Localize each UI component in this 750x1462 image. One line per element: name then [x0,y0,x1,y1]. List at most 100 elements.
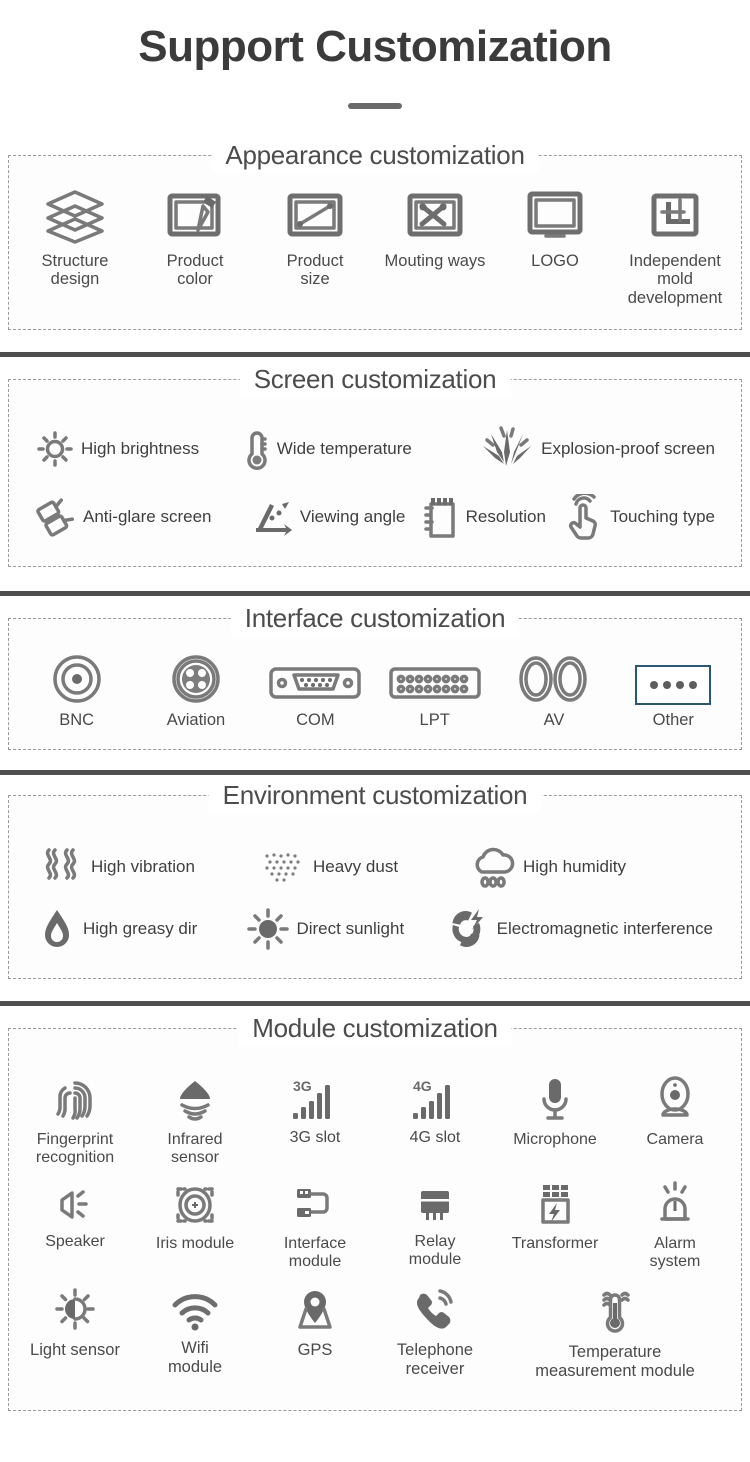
appearance-item-product-size[interactable]: Product size [255,186,375,289]
humidity-cloud-icon [469,844,517,890]
appearance-item-independent-mold-development[interactable]: Independent mold development [615,186,735,307]
telephone-icon [410,1287,460,1335]
module-item-label: Relay module [408,1233,462,1269]
viewing-angle-icon [248,496,294,538]
signal-4g-icon: 4G [407,1075,463,1123]
environment-panel: Environment customization High vibration [8,778,742,980]
magnet-bolt-icon [445,907,491,951]
section-divider-2 [0,591,750,596]
module-item-temperature-measurement-module[interactable]: Temperature measurement module [495,1287,735,1380]
interface-item-av[interactable]: AV [494,653,613,729]
screen-diagonal-icon [282,186,348,246]
module-item-speaker[interactable]: Speaker [15,1181,135,1271]
module-item-interface-module[interactable]: Interface module [255,1181,375,1271]
screen-item-label: Explosion-proof screen [541,438,715,458]
appearance-item-mouting-ways[interactable]: Mouting ways [375,186,495,270]
module-item-iris-module[interactable]: Iris module [135,1181,255,1271]
module-item-alarm-system[interactable]: Alarm system [615,1181,735,1271]
appearance-item-structure-design[interactable]: Structure design [15,186,135,289]
environment-item-direct-sunlight[interactable]: Direct sunlight [246,907,444,951]
bottom-spacer [0,1411,750,1437]
appearance-item-label: Structure design [41,251,109,289]
usb-interface-icon [289,1181,341,1229]
module-item-gps[interactable]: GPS [255,1287,375,1380]
module-item-microphone[interactable]: Microphone [495,1075,615,1167]
module-item-label: Fingerprint recognition [35,1131,115,1167]
aviation-connector-icon [170,653,222,705]
module-item-transformer[interactable]: Transformer [495,1181,615,1271]
alarm-light-icon [652,1181,698,1229]
environment-item-heavy-dust[interactable]: Heavy dust [259,848,469,886]
lpt-port-icon [387,661,483,705]
module-item-telephone-receiver[interactable]: Telephone receiver [375,1287,495,1380]
av-jack-icon [512,653,596,705]
module-item-infrared-sensor[interactable]: Infrared sensor [135,1075,255,1167]
microphone-icon [535,1075,575,1125]
interface-items-row: BNC Aviation [17,653,733,729]
section-divider-3 [0,770,750,776]
resolution-ruler-icon [422,494,460,540]
interface-item-label: COM [296,711,335,729]
interface-item-lpt[interactable]: LPT [375,661,494,729]
module-item-wifi-module[interactable]: Wifi module [135,1287,255,1380]
screen-item-wide-temperature[interactable]: Wide temperature [243,427,479,471]
environment-item-electromagnetic-interference[interactable]: Electromagnetic interference [445,907,713,951]
environment-item-high-greasy-dir[interactable]: High greasy dir [37,906,246,952]
module-item-light-sensor[interactable]: Light sensor [15,1287,135,1380]
interface-item-other[interactable]: Other [614,665,733,729]
module-item-label: Telephone receiver [396,1341,474,1378]
screen-pen-icon [162,186,228,246]
screen-item-label: Viewing angle [299,506,406,526]
screen-item-anti-glare-screen[interactable]: Anti-glare screen [35,496,248,538]
screen-panel-title: Screen customization [239,362,511,396]
module-item-label: Infrared sensor [167,1131,223,1167]
tools-screen-icon [402,186,468,246]
sun-icon [246,907,290,951]
module-panel: Module customization [8,1011,742,1412]
title-underline-rule [348,102,402,109]
screen-panel: Screen customization High brightness [8,362,742,567]
svg-text:4G: 4G [413,1078,432,1094]
layers-icon [42,186,108,246]
dust-particles-icon [259,848,307,886]
appearance-panel: Appearance customization Structure desig… [8,137,742,330]
section-interface-customization: Interface customization BNC [0,601,750,751]
environment-item-high-humidity[interactable]: High humidity [469,844,626,890]
screen-item-resolution[interactable]: Resolution [422,494,566,540]
environment-item-high-vibration[interactable]: High vibration [37,846,259,888]
com-db9-port-icon [268,661,362,705]
screen-item-touching-type[interactable]: Touching type [566,494,715,540]
appearance-item-label: Mouting ways [384,251,486,270]
environment-row-2: High greasy dir Direct sunlight [19,906,731,952]
appearance-panel-title: Appearance customization [211,137,539,172]
screen-item-label: Anti-glare screen [83,506,212,526]
screen-item-high-brightness[interactable]: High brightness [35,429,243,469]
module-item-relay-module[interactable]: Relay module [375,1181,495,1271]
section-divider-4 [0,1001,750,1007]
appearance-item-label: Independent mold development [627,251,723,307]
module-item-camera[interactable]: Camera [615,1075,735,1167]
environment-row-1: High vibration [19,844,731,890]
module-panel-title: Module customization [238,1011,512,1046]
screen-item-label: Touching type [610,506,715,526]
interface-item-aviation[interactable]: Aviation [136,653,255,729]
appearance-item-logo[interactable]: LOGO [495,186,615,270]
interface-item-com[interactable]: COM [256,661,375,729]
module-item-3g-slot[interactable]: 3G 3G slot [255,1075,375,1167]
module-item-fingerprint-recognition[interactable]: Fingerprint recognition [15,1075,135,1167]
module-item-4g-slot[interactable]: 4G 4G slot [375,1075,495,1167]
temperature-module-icon [584,1287,646,1337]
screen-item-viewing-angle[interactable]: Viewing angle [248,496,422,538]
section-module-customization: Module customization [0,1011,750,1412]
screen-item-explosion-proof-screen[interactable]: Explosion-proof screen [479,426,715,472]
screen-item-label: High brightness [81,438,200,458]
environment-item-label: Heavy dust [313,857,399,877]
interface-item-bnc[interactable]: BNC [17,653,136,729]
appearance-item-label: Product color [166,251,224,289]
relay-icon [411,1181,459,1227]
appearance-item-product-color[interactable]: Product color [135,186,255,289]
environment-item-label: Direct sunlight [296,919,405,939]
module-item-label: Speaker [45,1233,105,1251]
appearance-item-label: Product size [286,251,344,289]
module-item-label: 4G slot [409,1129,461,1147]
